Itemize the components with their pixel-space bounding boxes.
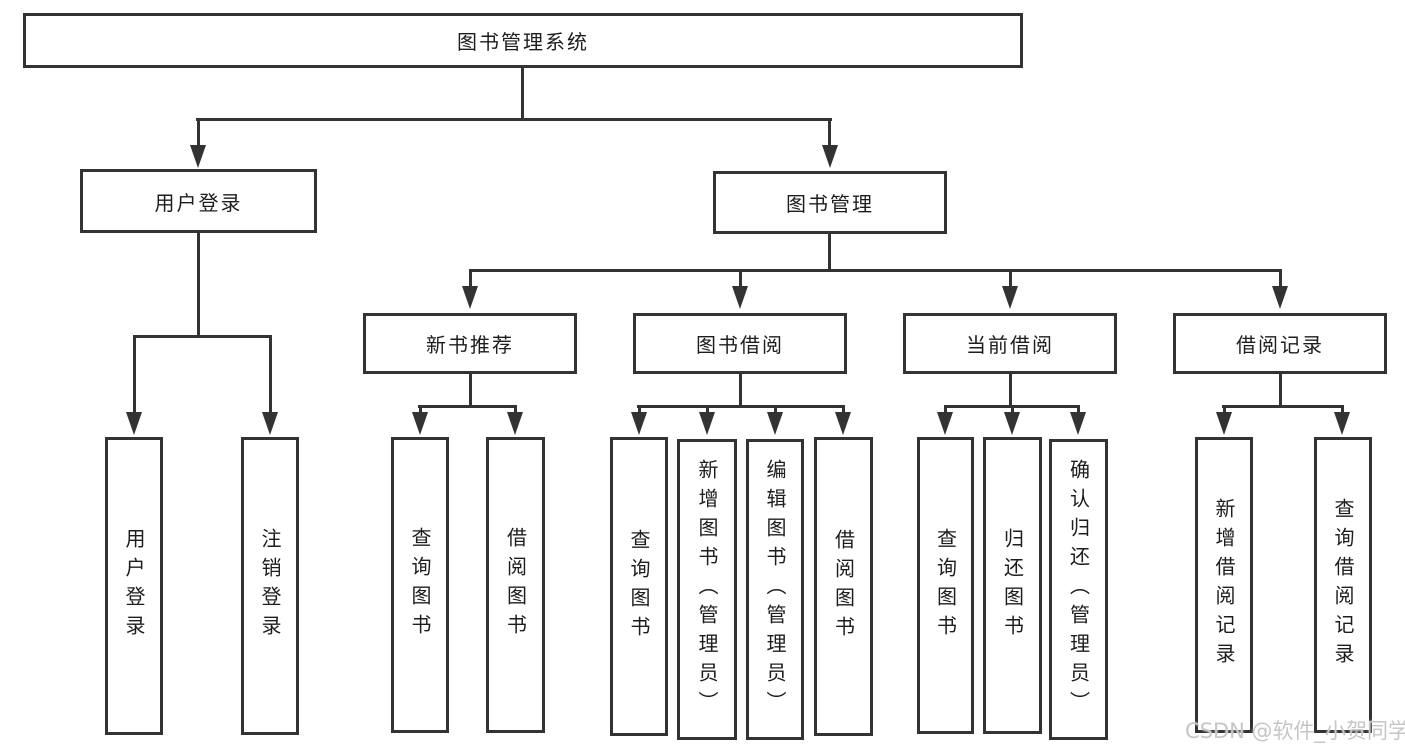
connector-drop	[514, 405, 517, 414]
arrowhead-down-icon	[462, 286, 478, 309]
node-label: 当前借阅	[966, 333, 1054, 357]
connector-stem	[469, 374, 472, 407]
leaf-user-login: 用户登录	[105, 437, 163, 735]
arrowhead-down-icon	[835, 412, 851, 435]
leaf-confirm-return-admin: 确认归还（管理员）	[1049, 439, 1108, 740]
connector-stem	[1009, 374, 1012, 407]
leaf-borrow-books-recommend: 借阅图书	[486, 437, 545, 733]
connector-drop	[638, 405, 641, 414]
node-label: 用户登录	[122, 528, 146, 644]
node-label: 新书推荐	[426, 333, 514, 357]
leaf-logout: 注销登录	[241, 437, 299, 735]
node-label: 新增借阅记录	[1212, 498, 1236, 672]
leaf-query-borrow-record: 查询借阅记录	[1314, 437, 1372, 733]
leaf-borrow-books: 借阅图书	[814, 437, 873, 736]
connector-drop	[1279, 269, 1282, 287]
node-label: 新增图书（管理员）	[695, 459, 719, 720]
connector-root-stem	[521, 68, 524, 118]
arrowhead-down-icon	[262, 412, 278, 435]
leaf-query-books-borrow: 查询图书	[610, 437, 668, 736]
node-new-book-recommend: 新书推荐	[363, 313, 577, 374]
connector-drop	[706, 405, 709, 414]
connector-book-mgmt-stem	[828, 234, 831, 271]
connector-drop	[774, 405, 777, 414]
node-label: 查询图书	[933, 527, 958, 644]
connector-drop	[1009, 269, 1012, 287]
node-label: 用户登录	[154, 190, 243, 215]
node-label: 确认归还（管理员）	[1066, 459, 1091, 720]
arrowhead-down-icon	[822, 145, 838, 168]
node-current-borrowing: 当前借阅	[903, 313, 1117, 374]
arrowhead-down-icon	[1216, 412, 1232, 435]
arrowhead-down-icon	[1004, 412, 1020, 435]
node-label: 图书管理系统	[457, 30, 589, 54]
connector-drop	[739, 269, 742, 287]
connector-drop	[1223, 405, 1226, 414]
leaf-query-books-current: 查询图书	[917, 437, 974, 734]
node-label: 图书借阅	[696, 333, 784, 357]
arrowhead-down-icon	[190, 145, 206, 168]
arrowhead-down-icon	[1070, 412, 1086, 435]
arrowhead-down-icon	[631, 412, 647, 435]
connector-level3-rail	[469, 269, 1281, 272]
connector-drop	[1011, 405, 1014, 414]
arrowhead-down-icon	[767, 412, 783, 435]
leaf-add-books-admin: 新增图书（管理员）	[677, 439, 737, 740]
node-book-management: 图书管理	[713, 171, 947, 234]
leaf-query-books-recommend: 查询图书	[391, 437, 449, 733]
connector-stem	[739, 374, 742, 407]
node-label: 查询借阅记录	[1331, 498, 1355, 672]
arrowhead-down-icon	[937, 412, 953, 435]
connector-drop	[1077, 405, 1080, 414]
arrowhead-down-icon	[507, 412, 523, 435]
leaf-add-borrow-record: 新增借阅记录	[1195, 437, 1253, 733]
node-label: 归还图书	[1000, 527, 1025, 644]
arrowhead-down-icon	[699, 412, 715, 435]
connector-drop	[944, 405, 947, 414]
connector-drop	[419, 405, 422, 414]
arrowhead-down-icon	[1334, 412, 1350, 435]
connector-drop	[197, 118, 200, 146]
arrowhead-down-icon	[126, 412, 142, 435]
node-library-management-system: 图书管理系统	[23, 13, 1023, 68]
node-user-login: 用户登录	[80, 169, 317, 233]
node-label: 查询图书	[408, 527, 432, 643]
leaf-edit-books-admin: 编辑图书（管理员）	[746, 439, 804, 740]
arrowhead-down-icon	[1272, 286, 1288, 309]
connector-drop	[1341, 405, 1344, 414]
arrowhead-down-icon	[412, 412, 428, 435]
node-label: 编辑图书（管理员）	[763, 459, 787, 720]
node-label: 查询图书	[627, 528, 651, 645]
watermark: CSDN @软件_小贺同学	[1185, 719, 1405, 743]
connector-drop	[133, 335, 136, 413]
node-label: 借阅记录	[1236, 333, 1324, 357]
connector-user-login-rail	[133, 335, 272, 338]
node-label: 借阅图书	[831, 528, 856, 645]
node-book-borrowing: 图书借阅	[633, 313, 847, 374]
connector-rail	[418, 405, 517, 408]
connector-drop	[828, 118, 831, 146]
connector-stem	[1279, 374, 1282, 407]
node-label: 注销登录	[258, 528, 282, 644]
connector-user-login-stem	[197, 233, 200, 335]
node-label: 图书管理	[786, 192, 874, 216]
connector-level2-rail	[196, 118, 832, 121]
connector-drop	[269, 335, 272, 413]
node-label: 借阅图书	[503, 527, 528, 643]
node-borrowing-records: 借阅记录	[1173, 313, 1387, 374]
connector-drop	[842, 405, 845, 414]
arrowhead-down-icon	[1002, 286, 1018, 309]
connector-rail	[1222, 405, 1344, 408]
leaf-return-books: 归还图书	[983, 437, 1042, 734]
connector-drop	[469, 269, 472, 287]
arrowhead-down-icon	[732, 286, 748, 309]
connector-rail	[637, 405, 845, 408]
